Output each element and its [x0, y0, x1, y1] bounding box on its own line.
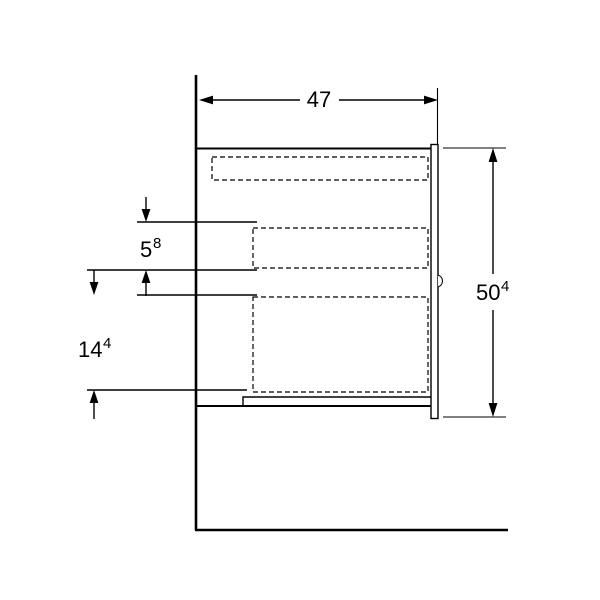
shelf-gap-label-superscript: 8 [153, 235, 161, 252]
door-front-panel [430, 143, 439, 420]
arrow-up-icon [141, 270, 151, 283]
height-label-superscript: 4 [501, 278, 509, 295]
arrow-left-icon [199, 95, 213, 105]
shelf-gap-label: 5 [140, 237, 152, 262]
door-handle [437, 274, 444, 288]
dimension-width: 47 [199, 87, 439, 144]
bottom-clearance-label: 14 [78, 337, 102, 362]
inner-drawer-lower-dashed-outline [252, 296, 429, 393]
arrow-up-icon [488, 148, 498, 162]
bottom-clearance-label-superscript: 4 [103, 335, 111, 352]
arrow-down-icon [141, 209, 151, 222]
inner-drawer-upper-dashed-outline [252, 227, 429, 269]
plinth-recess-line [242, 396, 431, 406]
dimension-height: 50 4 [443, 147, 509, 418]
arrow-right-icon [424, 95, 438, 105]
dimension-bottom-clearance: 14 4 [78, 270, 111, 419]
width-label: 47 [307, 87, 331, 112]
height-label: 50 [476, 280, 500, 305]
dimension-shelf-gap: 5 8 [140, 197, 161, 296]
arrow-up-icon [89, 390, 99, 403]
top-frame-dashed-outline [211, 156, 429, 181]
arrow-down-icon [89, 282, 99, 295]
arrow-down-icon [488, 403, 498, 417]
